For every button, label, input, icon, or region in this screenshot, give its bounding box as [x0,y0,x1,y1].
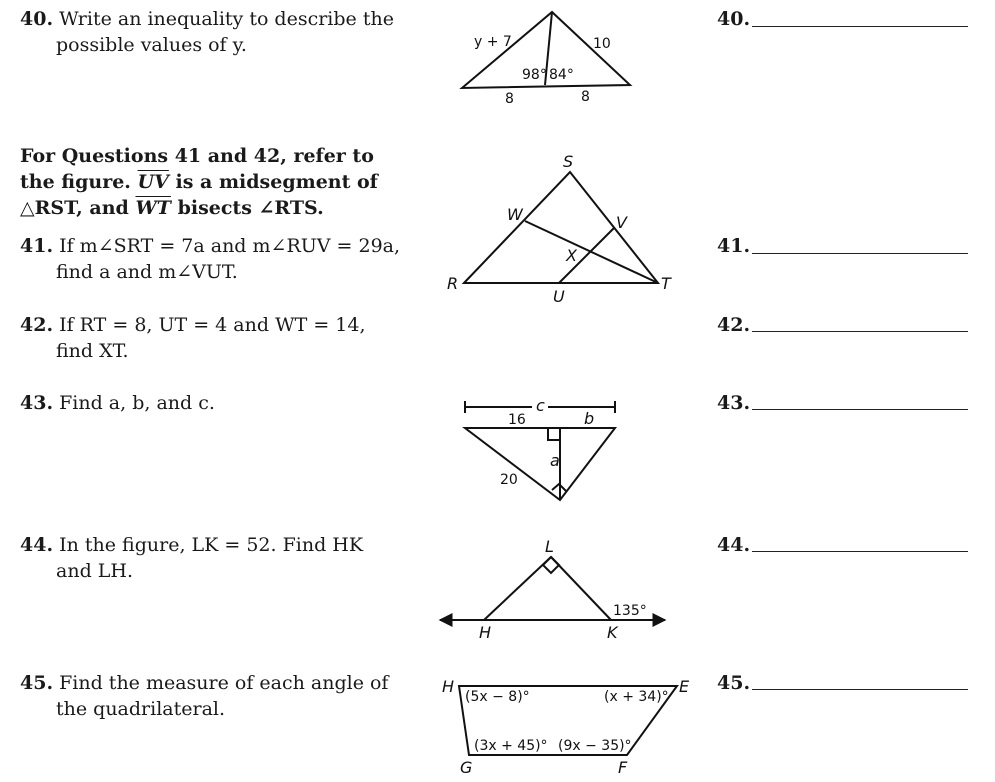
question-text-cont: find a and m∠VUT. [56,261,238,283]
intro-line: the figure. UV is a midsegment of [20,169,440,195]
segment-wt: WT [135,197,171,219]
intro-text: bisects ∠RTS. [177,197,324,219]
angle-f-label: (9x − 35)° [558,738,632,754]
question-text: In the figure, LK = 52. Find HK [59,534,364,556]
point-u: U [553,287,565,306]
fig40-angle-left: 98° [522,67,547,83]
question-45: 45. Find the measure of each angle of th… [20,670,388,722]
intro-line: For Questions 41 and 42, refer to [20,145,374,167]
fig40-base-left: 8 [505,91,514,107]
figure-40-triangle [459,10,633,90]
question-number: 44. [20,534,54,556]
question-text-cont: possible values of y. [56,34,247,56]
answer-blank-41[interactable] [752,253,968,254]
answer-blank-42[interactable] [752,331,968,332]
answer-blank-44[interactable] [752,551,968,552]
fig43-label-b: b [584,409,594,428]
question-text-cont: and LH. [56,560,133,582]
angle-h-label: (5x − 8)° [465,689,530,705]
question-number: 42. [20,314,54,336]
question-text: Write an inequality to describe the [59,8,394,30]
question-text: Find the measure of each angle of [59,672,389,694]
question-40: 40. Write an inequality to describe the … [20,6,394,58]
vertex-l: L [545,537,554,556]
answer-blank-43[interactable] [752,409,968,410]
intro-text: the figure. [20,171,131,193]
vertex-g: G [460,758,472,777]
question-number: 43. [20,392,54,414]
question-number: 41. [20,235,54,257]
intro-line: △RST, and WT bisects ∠RTS. [20,195,440,221]
answer-label-42: 42. [717,314,751,336]
answer-label-43: 43. [717,392,751,414]
point-v: V [616,213,628,232]
fig40-base-right: 8 [581,89,590,105]
answer-label-45: 45. [717,672,751,694]
question-43: 43. Find a, b, and c. [20,390,215,416]
vertex-e: E [679,677,690,696]
fig44-exterior-angle: 135° [613,603,647,619]
vertex-s: S [563,152,573,171]
fig43-label-c: c [536,396,545,415]
answer-label-41: 41. [717,235,751,257]
figure-41-triangle [461,170,661,284]
question-42: 42. If RT = 8, UT = 4 and WT = 14, find … [20,312,366,364]
fig40-right-side-label: 10 [593,36,611,52]
answer-label-40: 40. [717,8,751,30]
answer-label-44: 44. [717,534,751,556]
intro-text: △RST, and [20,197,129,219]
intro-text: is a midsegment of [175,171,378,193]
fig40-angle-right: 84° [549,67,574,83]
answer-blank-45[interactable] [752,689,968,690]
fig43-label-a: a [550,451,560,470]
vertex-r: R [447,274,458,293]
figure-45-quadrilateral [457,685,679,756]
vertex-f: F [618,758,628,777]
answer-blank-40[interactable] [752,26,968,27]
vertex-t: T [661,274,672,293]
vertex-h-quad: H [442,677,454,696]
question-41: 41. If m∠SRT = 7a and m∠RUV = 29a, find … [20,233,400,285]
figure-44-triangle [438,555,667,627]
question-number: 45. [20,672,54,694]
question-text: Find a, b, and c. [59,392,215,414]
segment-uv: UV [137,171,169,193]
vertex-k: K [607,623,619,642]
question-number: 40. [20,8,54,30]
fig43-label-16: 16 [508,412,526,428]
question-text-cont: the quadrilateral. [56,698,226,720]
point-w: W [507,205,524,224]
point-x: X [565,246,578,265]
fig43-label-20: 20 [500,472,518,488]
angle-e-label: (x + 34)° [604,689,669,705]
question-text: If m∠SRT = 7a and m∠RUV = 29a, [59,235,401,257]
question-44: 44. In the figure, LK = 52. Find HK and … [20,532,363,584]
figure-43-right-triangle [462,401,618,502]
fig40-left-side-label: y + 7 [474,34,512,50]
question-text-cont: find XT. [56,340,129,362]
question-text: If RT = 8, UT = 4 and WT = 14, [59,314,366,336]
vertex-h: H [479,623,491,642]
angle-g-label: (3x + 45)° [474,738,548,754]
questions-41-42-intro: For Questions 41 and 42, refer to the fi… [20,143,440,221]
